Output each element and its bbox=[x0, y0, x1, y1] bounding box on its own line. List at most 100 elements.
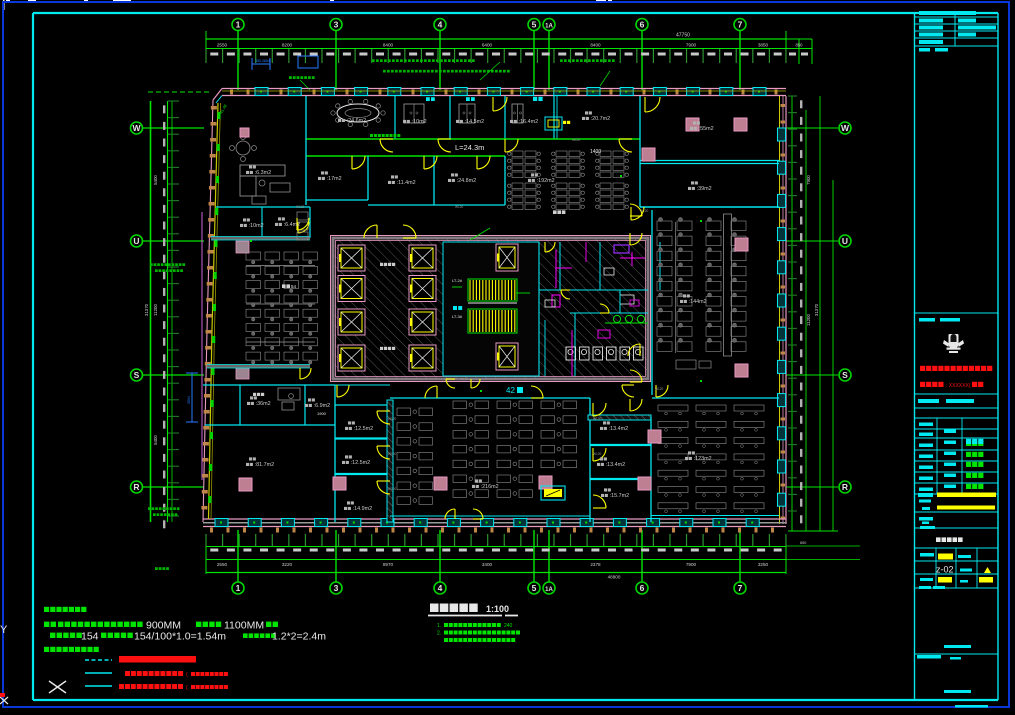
svg-text:1.2*2=2.4m: 1.2*2=2.4m bbox=[272, 631, 326, 643]
svg-text:W120: W120 bbox=[572, 138, 581, 142]
svg-text::14.9m2: :14.9m2 bbox=[353, 506, 372, 512]
svg-text:1: 1 bbox=[236, 583, 241, 593]
svg-text:3850: 3850 bbox=[758, 43, 769, 48]
svg-text:U: U bbox=[842, 236, 848, 246]
svg-text:S: S bbox=[842, 370, 848, 380]
svg-text:1400: 1400 bbox=[590, 149, 601, 155]
svg-text:1:100: 1:100 bbox=[486, 604, 509, 614]
svg-text:5400: 5400 bbox=[153, 175, 158, 185]
svg-text:3400: 3400 bbox=[482, 562, 493, 567]
svg-text:W120: W120 bbox=[388, 487, 397, 491]
svg-text:31370: 31370 bbox=[814, 303, 819, 316]
svg-text:5400: 5400 bbox=[153, 435, 158, 445]
svg-text:2654: 2654 bbox=[262, 59, 270, 63]
svg-text:W120: W120 bbox=[593, 452, 602, 456]
svg-text:7: 7 bbox=[738, 20, 743, 30]
svg-text:650: 650 bbox=[800, 541, 806, 545]
svg-text:2550: 2550 bbox=[217, 562, 228, 567]
svg-text:7900: 7900 bbox=[686, 43, 697, 48]
svg-text:48800: 48800 bbox=[608, 575, 621, 580]
svg-text:8970: 8970 bbox=[383, 562, 394, 567]
svg-text:W120: W120 bbox=[460, 377, 469, 381]
svg-text:W: W bbox=[132, 123, 141, 133]
svg-text:154: 154 bbox=[81, 631, 99, 643]
svg-text::10m2: :10m2 bbox=[412, 119, 427, 125]
svg-text:8400: 8400 bbox=[590, 43, 601, 48]
svg-text:Y: Y bbox=[0, 624, 8, 636]
svg-text:(: ( bbox=[186, 685, 188, 691]
svg-text::192m2: :192m2 bbox=[537, 178, 555, 184]
svg-text:7900: 7900 bbox=[806, 175, 811, 185]
svg-text:2.: 2. bbox=[437, 631, 441, 637]
svg-text:1.: 1. bbox=[437, 623, 441, 629]
svg-text::13.4m2: :13.4m2 bbox=[609, 426, 628, 432]
svg-text:: XXXXXX(: : XXXXXX( bbox=[946, 383, 971, 389]
svg-text:42: 42 bbox=[506, 386, 515, 395]
svg-text:LT-2#: LT-2# bbox=[452, 278, 463, 283]
svg-text:240: 240 bbox=[504, 623, 513, 629]
svg-text:3220: 3220 bbox=[282, 562, 293, 567]
svg-text:W120: W120 bbox=[655, 387, 664, 391]
svg-text:3250: 3250 bbox=[758, 562, 769, 567]
svg-text::6.9m2: :6.9m2 bbox=[314, 403, 330, 409]
svg-text:41.46: 41.46 bbox=[219, 103, 229, 115]
svg-text::55m2: :55m2 bbox=[699, 126, 714, 132]
svg-text::20.7m2: :20.7m2 bbox=[591, 116, 610, 122]
svg-text:W120: W120 bbox=[593, 417, 602, 421]
svg-text::17m2: :17m2 bbox=[327, 176, 342, 182]
svg-text:1100MM: 1100MM bbox=[224, 620, 264, 632]
svg-text:S: S bbox=[134, 370, 140, 380]
svg-text::12.5m2: :12.5m2 bbox=[354, 426, 373, 432]
svg-text:5: 5 bbox=[532, 20, 537, 30]
svg-text:U: U bbox=[133, 236, 139, 246]
svg-text::123m2: :123m2 bbox=[694, 456, 712, 462]
svg-text:3: 3 bbox=[334, 20, 339, 30]
svg-text:LT-3#: LT-3# bbox=[452, 314, 463, 319]
svg-text:W120: W120 bbox=[455, 205, 464, 209]
svg-text:47750: 47750 bbox=[676, 33, 690, 39]
svg-text::6.3m2: :6.3m2 bbox=[255, 170, 271, 176]
svg-text:(: ( bbox=[186, 672, 188, 678]
svg-text:5: 5 bbox=[532, 583, 537, 593]
svg-text:L=24.3m: L=24.3m bbox=[455, 143, 484, 152]
svg-text::11.4m2: :11.4m2 bbox=[397, 180, 416, 186]
svg-text::15.7m2: :15.7m2 bbox=[610, 493, 629, 499]
svg-text::13.4m2: :13.4m2 bbox=[606, 462, 625, 468]
svg-text:1A: 1A bbox=[545, 24, 553, 30]
svg-text:11200: 11200 bbox=[153, 304, 158, 316]
svg-text:R: R bbox=[133, 482, 139, 492]
svg-text:350: 350 bbox=[255, 59, 261, 63]
svg-text:W120: W120 bbox=[388, 417, 397, 421]
svg-text::12.5m2: :12.5m2 bbox=[351, 460, 370, 466]
svg-text:W120: W120 bbox=[640, 209, 649, 213]
svg-text:1900: 1900 bbox=[317, 411, 327, 416]
svg-text:4: 4 bbox=[438, 583, 443, 593]
svg-text:900MM: 900MM bbox=[146, 620, 181, 632]
svg-text:1A: 1A bbox=[545, 587, 553, 593]
svg-text::24.8m2: :24.8m2 bbox=[457, 178, 476, 184]
svg-text:4: 4 bbox=[438, 20, 443, 30]
svg-text:3: 3 bbox=[334, 583, 339, 593]
svg-text:6: 6 bbox=[640, 20, 645, 30]
svg-text::39m2: :39m2 bbox=[697, 186, 712, 192]
svg-text:W120: W120 bbox=[296, 205, 305, 209]
svg-text:W120: W120 bbox=[388, 452, 397, 456]
svg-text::24.6m2: :24.6m2 bbox=[347, 118, 366, 124]
svg-text:11200: 11200 bbox=[806, 314, 811, 326]
svg-text:z-02: z-02 bbox=[936, 565, 954, 575]
svg-text:8400: 8400 bbox=[383, 43, 394, 48]
svg-text:7: 7 bbox=[738, 583, 743, 593]
svg-text:6400: 6400 bbox=[482, 43, 493, 48]
svg-text:W: W bbox=[841, 123, 850, 133]
svg-text:31370: 31370 bbox=[144, 303, 149, 316]
svg-text::10m2: :10m2 bbox=[249, 223, 264, 229]
svg-text::16.4m2: :16.4m2 bbox=[519, 119, 538, 125]
svg-text:8200: 8200 bbox=[282, 43, 293, 48]
svg-text::81.7m2: :81.7m2 bbox=[255, 462, 274, 468]
svg-text:1: 1 bbox=[236, 20, 241, 30]
svg-text:7900: 7900 bbox=[686, 562, 697, 567]
svg-text:3504: 3504 bbox=[187, 396, 191, 404]
svg-text:850: 850 bbox=[796, 43, 804, 48]
svg-text:R: R bbox=[842, 482, 848, 492]
svg-text:54: 54 bbox=[291, 284, 297, 289]
